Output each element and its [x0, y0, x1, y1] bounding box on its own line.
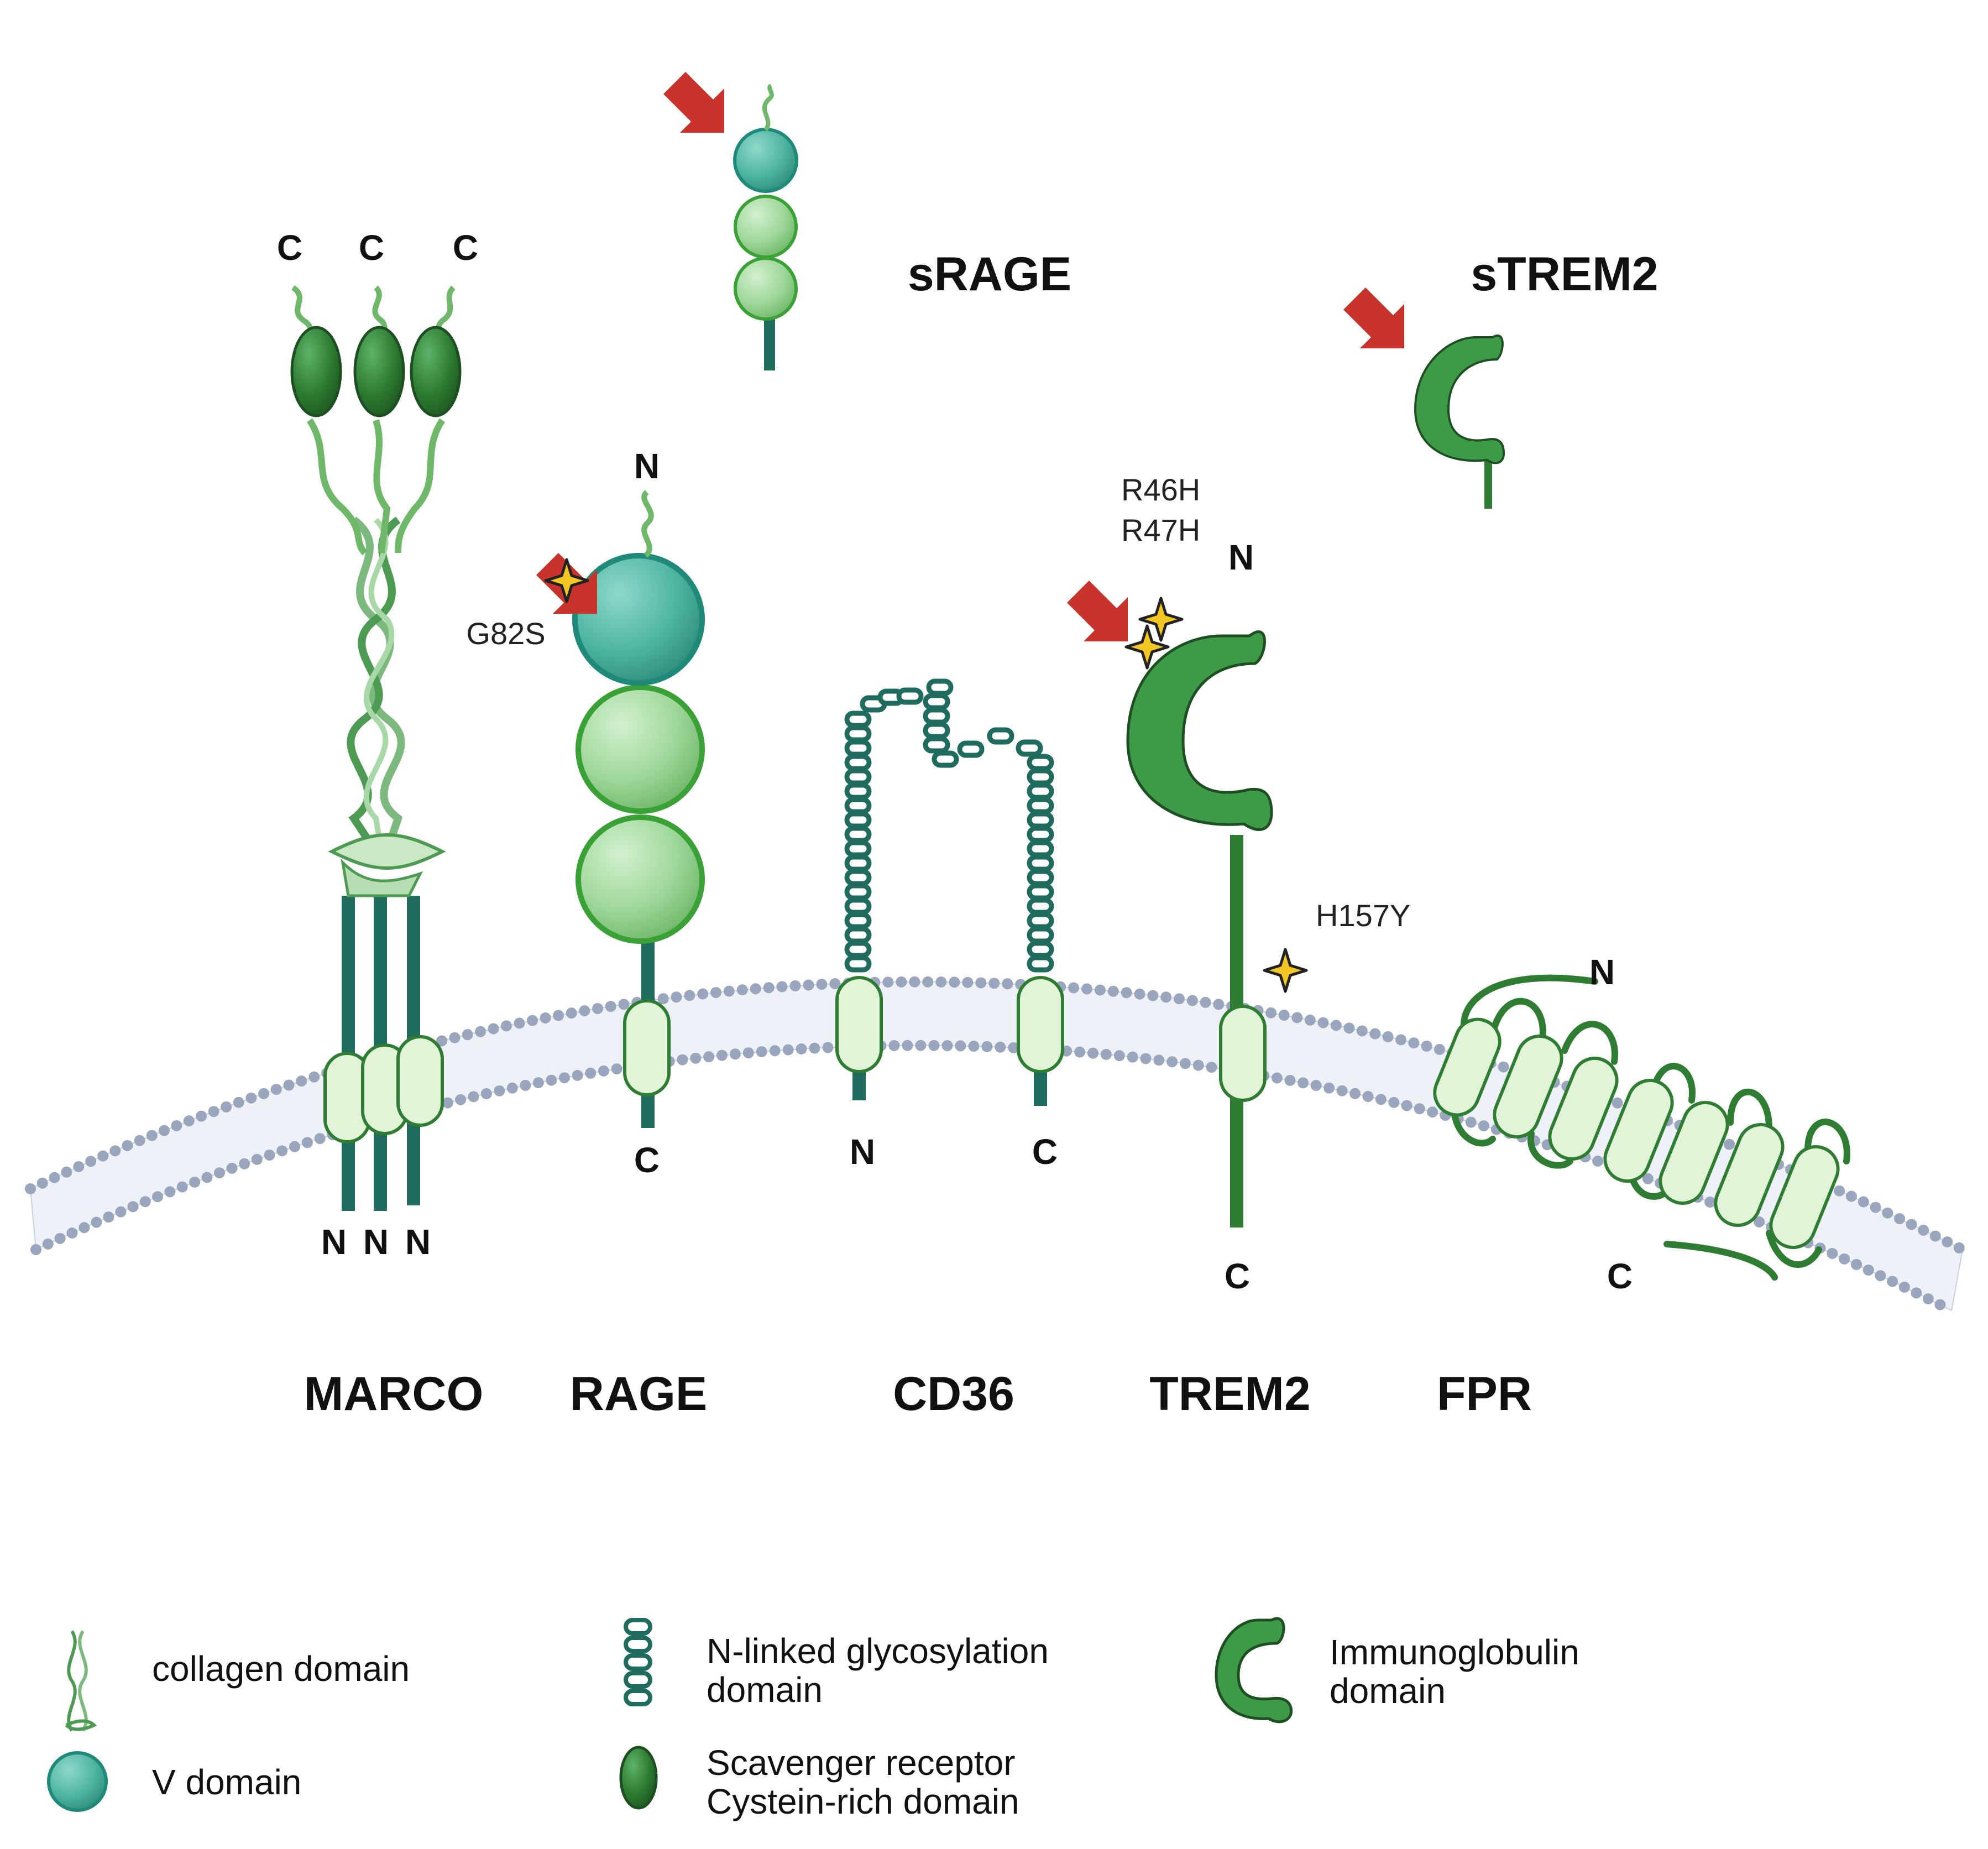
trem2-mutation-label-1: R46H [1121, 472, 1200, 507]
cd36-label: CD36 [893, 1367, 1014, 1420]
srage-label: sRAGE [908, 248, 1071, 301]
marco-n-label-3: N [405, 1222, 431, 1262]
legend-immunoglobulin-label-2: domain [1330, 1671, 1446, 1711]
legend-glycosylation-label-2: domain [707, 1670, 823, 1710]
rage-v-domain [572, 553, 705, 686]
trem2-c-label: C [1225, 1256, 1250, 1296]
srage-n-tail [762, 83, 774, 132]
srage-c1-domain [734, 195, 798, 259]
legend-immunoglobulin-icon [1215, 1617, 1293, 1723]
marco-linker-strands [306, 418, 446, 556]
srage-shedding-arrow [663, 72, 724, 133]
trem2-mutation-star-3 [1264, 949, 1306, 991]
legend-v-domain-icon [47, 1751, 108, 1812]
srage-stalk [764, 315, 775, 370]
legend-glycosylation-label-1: N-linked glycosylation [707, 1631, 1049, 1671]
srage-v-domain [733, 128, 798, 193]
legend-scavenger-label-2: Cystein-rich domain [707, 1782, 1019, 1821]
fpr-n-label: N [1589, 952, 1615, 992]
strem2-label: sTREM2 [1471, 248, 1658, 301]
strem2-soluble: sTREM2 [1343, 248, 1659, 509]
legend-glycosylation-icon [624, 1618, 652, 1706]
cd36-receptor: N C [835, 678, 1064, 1172]
fpr-transmembrane-helices [1433, 1017, 1840, 1249]
n-linked-glycosylation-domain [844, 678, 1054, 973]
legend-immunoglobulin-label-1: Immunoglobulin [1330, 1632, 1579, 1672]
marco-c-label-3: C [453, 228, 478, 268]
rage-label: RAGE [570, 1367, 707, 1420]
collagen-domain [328, 516, 446, 897]
scavenger-cysteine-rich-domains [290, 326, 462, 417]
trem2-receptor: R46H R47H H157Y N C [1067, 472, 1410, 1296]
legend-collagen-icon [65, 1630, 97, 1732]
trem2-immunoglobulin-domain [1126, 630, 1273, 831]
marco-c-label-2: C [359, 228, 384, 268]
cd36-transmembrane-2 [1017, 976, 1064, 1073]
srage-c2-domain [734, 257, 798, 321]
rage-mutation-label: G82S [466, 616, 545, 651]
trem2-transmembrane [1219, 1005, 1267, 1102]
trem2-shedding-arrow [1067, 581, 1128, 641]
rage-receptor: G82S N C [466, 446, 705, 1180]
legend-v-domain-label: V domain [152, 1762, 301, 1802]
cd36-c-label: C [1032, 1132, 1058, 1172]
marco-c-label-1: C [277, 228, 302, 268]
rage-c-label: C [634, 1140, 660, 1180]
srage-soluble: sRAGE [663, 72, 1071, 370]
cd36-transmembrane-1 [835, 976, 883, 1073]
trem2-n-label: N [1228, 537, 1254, 577]
trem2-mutation-label-3: H157Y [1316, 898, 1410, 933]
trem2-label: TREM2 [1149, 1367, 1310, 1420]
rage-c2-domain-2 [576, 814, 705, 944]
rage-c1-domain [576, 685, 705, 814]
cd36-n-label: N [850, 1132, 875, 1172]
legend-scavenger-label-1: Scavenger receptor [707, 1743, 1016, 1783]
marco-n-label-2: N [363, 1222, 389, 1262]
rage-n-tail [641, 490, 654, 558]
fpr-label: FPR [1437, 1367, 1532, 1420]
rage-transmembrane [623, 999, 671, 1096]
strem2-immunoglobulin-domain [1414, 335, 1505, 464]
marco-transmembrane-helices [323, 1035, 444, 1143]
membrane-inner-leaflet [30, 1040, 1957, 1316]
marco-receptor: C C C N N N [277, 228, 478, 1262]
rage-n-label: N [634, 446, 660, 486]
legend-collagen-label: collagen domain [152, 1649, 410, 1689]
marco-label: MARCO [304, 1367, 484, 1420]
fpr-receptor: N C [1433, 952, 1850, 1296]
trem2-mutation-label-2: R47H [1121, 513, 1200, 547]
legend-scavenger-domain-icon [619, 1746, 658, 1810]
fpr-c-label: C [1607, 1256, 1633, 1296]
marco-n-label-1: N [321, 1222, 347, 1262]
strem2-shedding-arrow [1343, 288, 1404, 348]
legend: collagen domain V domain N-linked glycos… [47, 1617, 1579, 1821]
